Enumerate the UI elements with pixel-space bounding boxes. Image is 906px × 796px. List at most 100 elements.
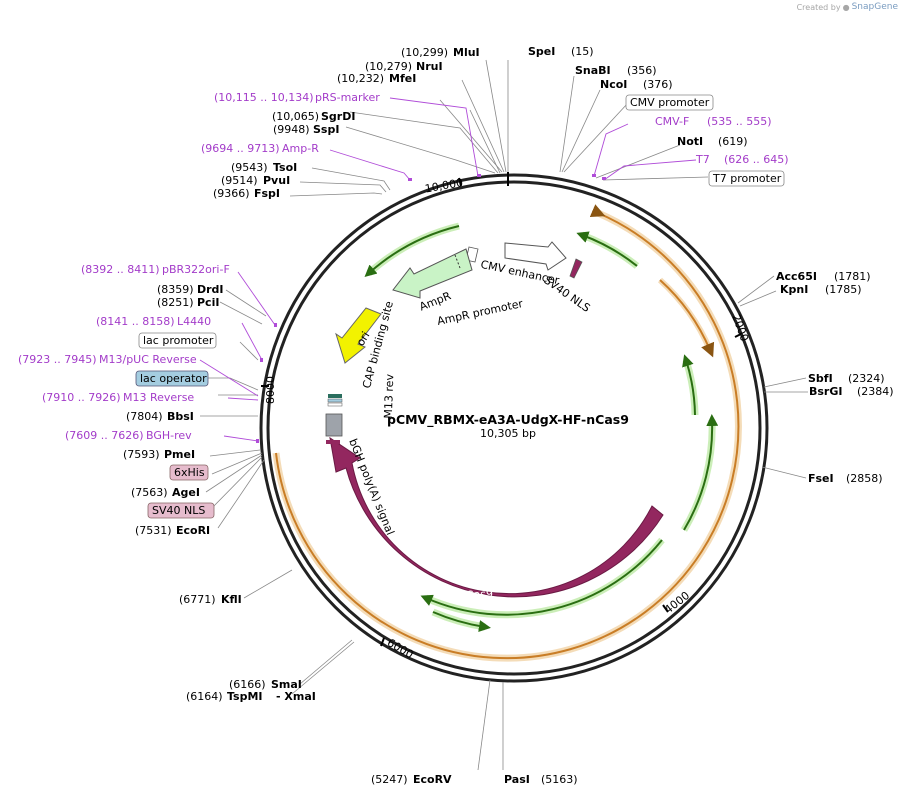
site-SspI[interactable]: (9948) SspI: [273, 123, 339, 136]
svg-text:AgeI: AgeI: [172, 486, 200, 499]
site-DrdI[interactable]: (8359) DrdI: [157, 283, 224, 296]
site-SgrDI[interactable]: (10,065) SgrDI: [272, 110, 355, 123]
feature-lac-promoter[interactable]: lac promoter: [138, 332, 217, 349]
svg-text:(10,065): (10,065): [272, 110, 319, 123]
site-MluI[interactable]: (10,299) MluI: [401, 46, 480, 59]
site-TsoI[interactable]: (9543) TsoI: [231, 161, 297, 174]
svg-text:(9948): (9948): [273, 123, 310, 136]
svg-text:(7910 .. 7926): (7910 .. 7926): [42, 391, 121, 404]
svg-text:(535 .. 555): (535 .. 555): [707, 115, 772, 128]
svg-text:(2384): (2384): [857, 385, 894, 398]
svg-text:(10,232): (10,232): [337, 72, 384, 85]
primer-markers: [256, 174, 606, 443]
site-FseI[interactable]: FseI (2858): [808, 472, 883, 485]
site-PvuI[interactable]: (9514) PvuI: [221, 174, 290, 187]
svg-text:8000: 8000: [264, 376, 277, 404]
cmv-enhancer-feature: [504, 241, 567, 271]
orf-arc-orange-2-line: [659, 279, 715, 358]
site-PmeI[interactable]: (7593) PmeI: [123, 448, 195, 461]
svg-text:(6166): (6166): [229, 678, 266, 691]
site-NruI[interactable]: (10,279) NruI: [365, 60, 443, 73]
svg-text:(2324): (2324): [848, 372, 885, 385]
orf-arc-green-top-line: [576, 231, 638, 267]
site-BbsI[interactable]: (7804) BbsI: [126, 410, 194, 423]
svg-text:(5247): (5247): [371, 773, 408, 786]
svg-text:SnaBI: SnaBI: [575, 64, 611, 77]
svg-text:(9543): (9543): [231, 161, 268, 174]
orf-arc-green-right-line: [682, 354, 696, 416]
svg-text:(9366): (9366): [213, 187, 250, 200]
site-EcoRV[interactable]: (5247) EcoRV: [371, 773, 452, 786]
primer-L4440[interactable]: (8141 .. 8158) L4440: [96, 315, 211, 328]
site-BsrGI[interactable]: BsrGI (2384): [809, 385, 894, 398]
snapgene-logo-icon: ●: [842, 2, 850, 12]
site-SnaBI[interactable]: SnaBI (356): [575, 64, 657, 77]
svg-text:(7531): (7531): [135, 524, 172, 537]
feature-lac-operator[interactable]: lac operator: [135, 370, 209, 387]
svg-text:MluI: MluI: [453, 46, 480, 59]
svg-text:Amp-R: Amp-R: [282, 142, 319, 155]
svg-text:KpnI: KpnI: [780, 283, 808, 296]
small-feature-cluster: [326, 440, 340, 444]
site-Acc65I[interactable]: Acc65I (1781): [776, 270, 871, 283]
site-FspI[interactable]: (9366) FspI: [213, 187, 280, 200]
cas9-feature: [329, 436, 664, 598]
site-PasI[interactable]: PasI (5163): [504, 773, 578, 786]
site-KpnI[interactable]: KpnI (1785): [780, 283, 862, 296]
feature-SV40-NLS[interactable]: SV40 NLS: [147, 502, 215, 519]
primer-T7[interactable]: T7 (626 .. 645): [695, 153, 789, 166]
svg-text:SpeI: SpeI: [528, 45, 555, 58]
orf-arc-green-right2-line: [683, 414, 719, 531]
site-NotI[interactable]: NotI (619): [677, 135, 748, 148]
tick-8000: 8000: [261, 376, 277, 404]
tick-2000: 2000: [729, 312, 751, 343]
svg-text:(8141 .. 8158): (8141 .. 8158): [96, 315, 175, 328]
site-PciI[interactable]: (8251) PciI: [157, 296, 219, 309]
sv40-nls-label: SV40 NLS: [541, 274, 592, 315]
backbone-inner: [266, 180, 762, 676]
site-NcoI[interactable]: NcoI (376): [600, 78, 673, 91]
svg-text:KflI: KflI: [221, 593, 242, 606]
site-SpeI[interactable]: SpeI (15): [528, 45, 594, 58]
svg-text:FspI: FspI: [254, 187, 280, 200]
feature-CMV-promoter[interactable]: CMV promoter: [625, 94, 714, 111]
svg-text:(15): (15): [571, 45, 594, 58]
primer-BGH-rev[interactable]: (7609 .. 7626) BGH-rev: [65, 429, 192, 442]
ampR-feature: [392, 248, 473, 299]
svg-text:Acc65I: Acc65I: [776, 270, 817, 283]
primer-CMV-F[interactable]: CMV-F (535 .. 555): [655, 115, 772, 128]
svg-text:EcoRV: EcoRV: [413, 773, 452, 786]
feature-T7-promoter[interactable]: T7 promoter: [708, 170, 785, 187]
feature-6xHis[interactable]: 6xHis: [169, 464, 209, 481]
svg-text:M13 Reverse: M13 Reverse: [123, 391, 194, 404]
site-TspMI[interactable]: (6164) TspMI - XmaI: [186, 690, 316, 703]
site-EcoRI[interactable]: (7531) EcoRI: [135, 524, 210, 537]
site-KflI[interactable]: (6771) KflI: [179, 593, 242, 606]
sv40-nls-feature: [569, 258, 583, 279]
primer-pRS-marker[interactable]: (10,115 .. 10,134) pRS-marker: [214, 91, 380, 104]
svg-text:(7923 .. 7945): (7923 .. 7945): [18, 353, 97, 366]
svg-text:CMV promoter: CMV promoter: [630, 96, 710, 109]
svg-text:(619): (619): [718, 135, 748, 148]
svg-text:DrdI: DrdI: [197, 283, 224, 296]
svg-text:(376): (376): [643, 78, 673, 91]
primer-Amp-R[interactable]: (9694 .. 9713) Amp-R: [201, 142, 319, 155]
site-SmaI[interactable]: (6166) SmaI: [229, 678, 302, 691]
svg-text:PciI: PciI: [197, 296, 219, 309]
site-SbfI[interactable]: SbfI (2324): [808, 372, 885, 385]
primer-M13-pUC-Reverse[interactable]: (7923 .. 7945) M13/pUC Reverse: [18, 353, 197, 366]
svg-text:(8392 .. 8411): (8392 .. 8411): [81, 263, 160, 276]
svg-text:SmaI: SmaI: [271, 678, 302, 691]
primer-pBR322ori-F[interactable]: (8392 .. 8411) pBR322ori-F: [81, 263, 230, 276]
site-MfeI[interactable]: (10,232) MfeI: [337, 72, 416, 85]
svg-text:(6164): (6164): [186, 690, 223, 703]
svg-text:(6771): (6771): [179, 593, 216, 606]
primer-M13-Reverse[interactable]: (7910 .. 7926) M13 Reverse: [42, 391, 194, 404]
backbone-outer: [259, 173, 769, 683]
svg-text:BsrGI: BsrGI: [809, 385, 842, 398]
svg-text:SV40 NLS: SV40 NLS: [152, 504, 205, 517]
site-AgeI[interactable]: (7563) AgeI: [131, 486, 200, 499]
svg-text:M13/pUC Reverse: M13/pUC Reverse: [99, 353, 197, 366]
svg-text:(356): (356): [627, 64, 657, 77]
svg-text:pRS-marker: pRS-marker: [315, 91, 380, 104]
